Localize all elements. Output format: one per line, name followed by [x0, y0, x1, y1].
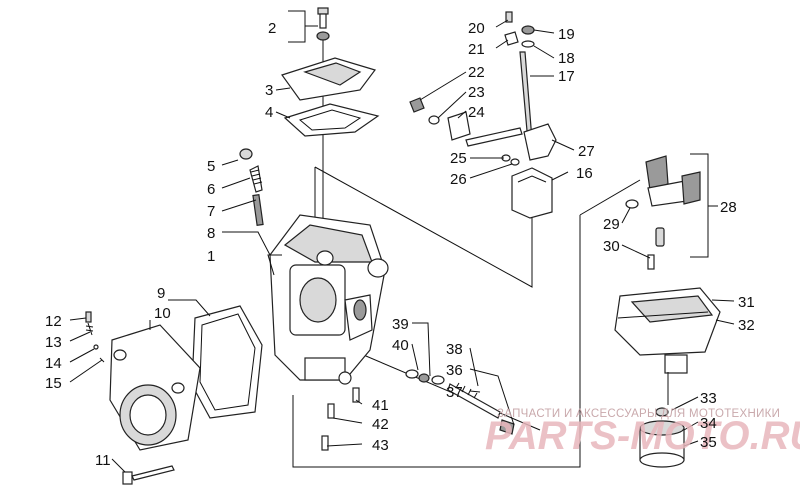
- callout-13: 13: [45, 334, 62, 351]
- parts: [85, 7, 721, 485]
- callout-11: 11: [95, 452, 111, 469]
- watermark-caption: ЗАПЧАСТИ И АКСЕССУАРЫ ДЛЯ МОТОТЕХНИКИ: [497, 408, 780, 420]
- callout-30: 30: [603, 238, 620, 255]
- air-screw-stack: [239, 148, 264, 226]
- sensor-screw: [647, 254, 655, 270]
- callout-1: 1: [207, 248, 215, 265]
- jet-needle: [519, 51, 533, 143]
- left-small-parts: [85, 311, 105, 363]
- callout-34: 34: [700, 415, 717, 432]
- float-bowl: [614, 287, 721, 374]
- adjuster-screw: [405, 369, 515, 435]
- intake-flange: [109, 324, 201, 451]
- callout-36: 36: [446, 362, 463, 379]
- intake-gasket: [191, 305, 263, 419]
- callout-19: 19: [558, 26, 575, 43]
- top-screw: [316, 7, 330, 41]
- callout-28: 28: [720, 199, 737, 216]
- callout-16: 16: [576, 165, 593, 182]
- watermark: ЗАПЧАСТИ И АКСЕССУАРЫ ДЛЯ МОТОТЕХНИКИ PA…: [485, 408, 800, 458]
- needle-bracket: [523, 123, 557, 161]
- top-gasket: [283, 103, 380, 137]
- callout-42: 42: [372, 416, 389, 433]
- callout-41: 41: [372, 397, 389, 414]
- callout-40: 40: [392, 337, 409, 354]
- callout-27: 27: [578, 143, 595, 160]
- callout-10: 10: [154, 305, 171, 322]
- callout-6: 6: [207, 181, 215, 198]
- watermark-brand: PARTS-MOTO.RU: [485, 414, 800, 458]
- sensor-assembly: [645, 155, 701, 247]
- callout-21: 21: [468, 41, 485, 58]
- callout-23: 23: [468, 84, 485, 101]
- callout-14: 14: [45, 355, 62, 372]
- flange-screw: [122, 465, 175, 485]
- callout-12: 12: [45, 313, 62, 330]
- callout-24: 24: [468, 104, 485, 121]
- callout-3: 3: [265, 82, 273, 99]
- callout-25: 25: [450, 150, 467, 167]
- callout-7: 7: [207, 203, 215, 220]
- callout-33: 33: [700, 390, 717, 407]
- callout-39: 39: [392, 316, 409, 333]
- callout-26: 26: [450, 171, 467, 188]
- drain-plug: [639, 372, 685, 468]
- callout-17: 17: [558, 68, 575, 85]
- callout-2: 2: [268, 20, 276, 37]
- callout-9: 9: [157, 285, 165, 302]
- callout-38: 38: [446, 341, 463, 358]
- callout-31: 31: [738, 294, 755, 311]
- carburetor-body: [269, 214, 389, 385]
- callout-numbers: 1 2 3 4 5 6 7 8 9 10 11 12 13 14 15 16 1…: [45, 20, 755, 469]
- callout-37: 37: [446, 384, 463, 401]
- callout-32: 32: [738, 317, 755, 334]
- callout-4: 4: [265, 104, 273, 121]
- throttle-linkage: [409, 97, 523, 166]
- callout-15: 15: [45, 375, 62, 392]
- callout-20: 20: [468, 20, 485, 37]
- leader-lines: [69, 19, 735, 473]
- callout-35: 35: [700, 434, 717, 451]
- callout-8: 8: [207, 225, 215, 242]
- callout-22: 22: [468, 64, 485, 81]
- callout-5: 5: [207, 158, 215, 175]
- callout-18: 18: [558, 50, 575, 67]
- o-ring: [625, 199, 639, 209]
- callout-29: 29: [603, 216, 620, 233]
- callout-43: 43: [372, 437, 389, 454]
